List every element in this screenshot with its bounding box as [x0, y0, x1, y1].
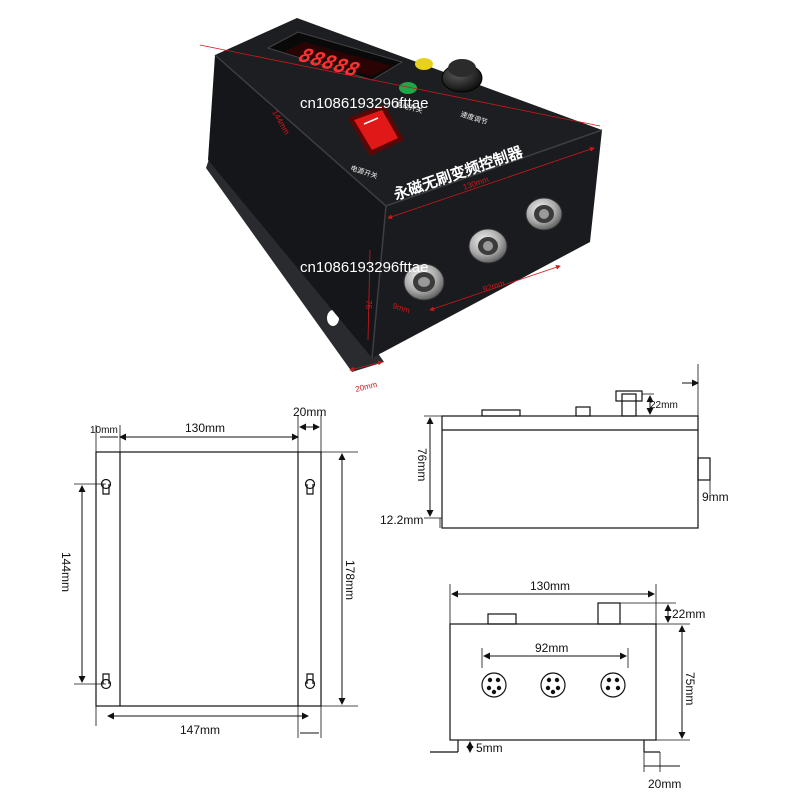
red-dim-line [429, 265, 561, 311]
front-left-margin-dim: 10mm [90, 425, 118, 436]
front-height-dim: 178mm [343, 560, 357, 600]
box-left-face [208, 55, 386, 358]
side-connector-icon [697, 457, 711, 481]
bottom-flange-dim: 20mm [648, 777, 681, 791]
side-connector-dim: 9mm [702, 490, 729, 504]
keyhole-slot-icon [304, 673, 316, 690]
front-flange-dim: 20mm [293, 405, 326, 419]
side-base-dim: 12.2mm [380, 513, 423, 527]
bottom-top-dim: 22mm [672, 607, 705, 621]
keyhole-slot-icon [100, 673, 112, 690]
watermark: cn1086193296fttae [300, 95, 428, 112]
product-photo: 88888 启动开关 速度调节 电源开关 永磁无刷变频控制器 [199, 18, 603, 394]
photo-flange-dim: 20mm [354, 380, 378, 394]
bottom-connector-right-icon [600, 672, 626, 698]
watermark: cn1086193296fttae [300, 259, 428, 276]
connector-middle-icon [468, 228, 508, 264]
bottom-spacing-dim: 92mm [535, 641, 568, 655]
front-width-dim: 130mm [185, 421, 225, 435]
bottom-width-dim: 130mm [530, 579, 570, 593]
red-dim-line [387, 147, 595, 219]
keyhole-slot-icon [100, 478, 112, 495]
photo-height-dim: 76 [364, 300, 373, 309]
start-button[interactable] [399, 82, 417, 94]
bottom-foot-dim: 5mm [476, 741, 503, 755]
front-view-drawing [74, 415, 358, 738]
connector-right-icon [525, 197, 563, 231]
front-base-width-dim: 147mm [180, 723, 220, 737]
front-slot-span-dim: 144mm [59, 552, 73, 592]
bottom-view-drawing [430, 584, 690, 772]
bottom-connector-left-icon [481, 672, 507, 698]
side-view-drawing [424, 364, 711, 529]
bottom-height-dim: 75mm [683, 672, 697, 705]
bottom-connector-middle-icon [540, 672, 566, 698]
side-height-dim: 76mm [415, 448, 429, 481]
red-dim-line [199, 44, 601, 127]
keyhole-slot-icon [304, 478, 316, 495]
indicator-light [415, 58, 433, 70]
side-top-dim: 22mm [650, 400, 678, 411]
